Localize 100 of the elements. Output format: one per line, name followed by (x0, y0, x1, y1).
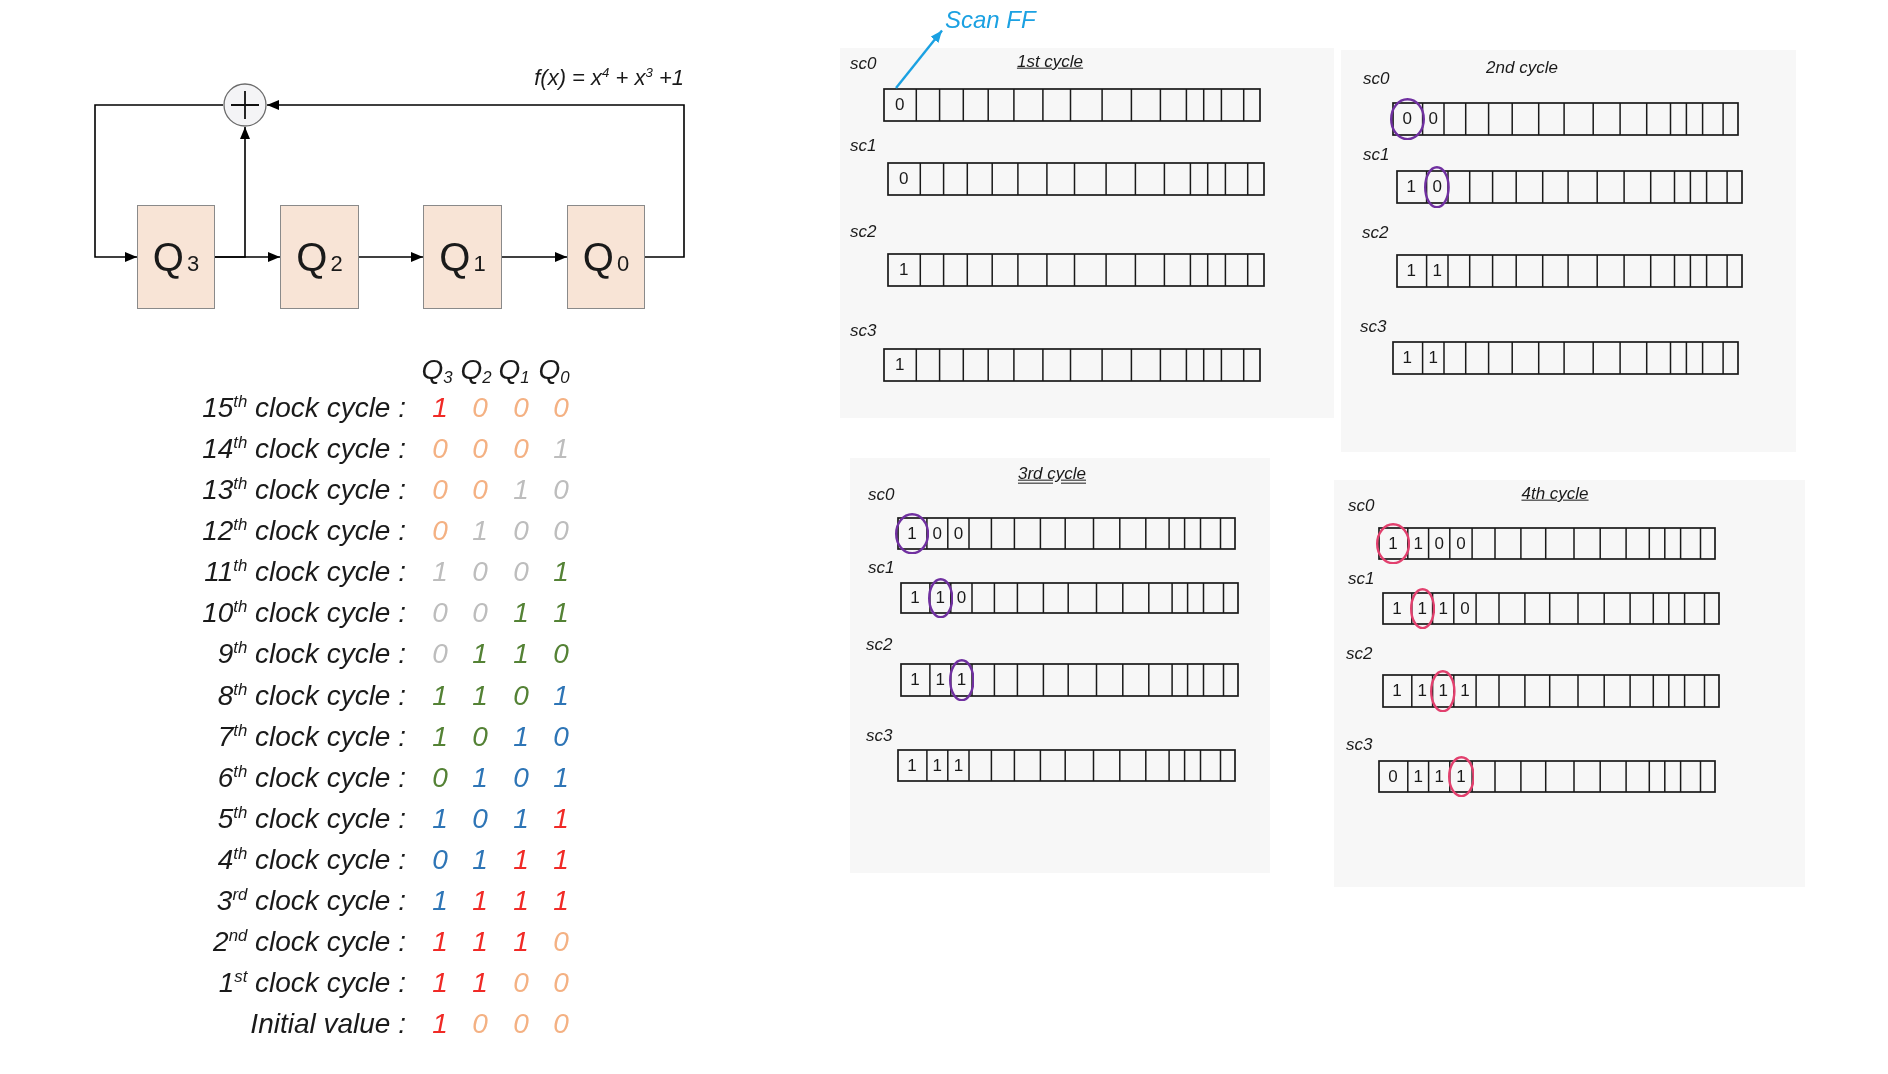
cycle-label: 7$^{th}$ clock cycle : (217, 721, 406, 752)
bit-value: 1 (1456, 767, 1466, 786)
bit-value: 1 (932, 756, 943, 775)
bit-value: 0 (553, 926, 569, 958)
chain-label: sc2 (850, 223, 877, 242)
bit-value: 0 (1428, 109, 1439, 129)
bit-value: 1 (432, 1008, 448, 1040)
bit-value: 0 (472, 803, 488, 835)
bit-value: 1 (1432, 261, 1443, 281)
bit-value: 1 (1428, 348, 1439, 368)
bit-value: 1 (513, 598, 529, 629)
bit-value: 0 (898, 169, 909, 189)
bit-value: 1 (553, 556, 569, 588)
bit-value: 1 (553, 433, 569, 465)
cycle-label: 12$^{th}$ clock cycle : (202, 515, 406, 547)
bit-value: 0 (513, 762, 529, 793)
bit-value: 1 (1406, 261, 1417, 281)
bit-value: 0 (513, 680, 529, 711)
cycle-label: 14$^{th}$ clock cycle : (202, 433, 406, 465)
bit-value: 0 (513, 967, 529, 999)
bit-value: 1 (553, 680, 569, 711)
bit-value: 0 (932, 524, 943, 543)
bit-value: 0 (1434, 534, 1444, 553)
scan-chain (1396, 254, 1743, 288)
bit-value: 0 (432, 762, 448, 793)
bit-value: 1 (935, 588, 946, 608)
bit-value: 1 (472, 762, 488, 793)
bit-value: 1 (513, 639, 529, 670)
bit-value: 1 (472, 926, 488, 958)
bit-value: 1 (472, 515, 488, 547)
chain-label: sc1 (1348, 570, 1375, 589)
bit-value: 1 (513, 885, 529, 917)
panel-title: 3rd cycle (1018, 464, 1086, 484)
cycle-label: 10$^{th}$ clock cycle : (202, 598, 406, 629)
chain-label: sc3 (1360, 318, 1387, 337)
bit-value: 1 (432, 392, 448, 424)
bit-value: 0 (894, 95, 905, 115)
bit-value: 1 (432, 967, 448, 999)
bit-value: 1 (472, 844, 488, 876)
panel-title: 2nd cycle (1486, 58, 1558, 78)
cycle-label: 3$^{rd}$ clock cycle : (216, 885, 406, 917)
register-box (280, 205, 359, 309)
bit-value: 0 (472, 1008, 488, 1040)
bit-value: 0 (553, 392, 569, 424)
bit-value: 1 (1438, 599, 1448, 618)
column-header: Q$_{2}$ (460, 354, 492, 386)
bit-value: 0 (513, 433, 529, 465)
formula-text: f(x) = x$^{4}$ + x$^{3}$ +1 (534, 66, 684, 91)
xor-gate-icon (223, 83, 267, 127)
bit-value: 1 (898, 260, 909, 280)
column-header: Q$_{3}$ (421, 354, 453, 386)
bit-value: 1 (553, 762, 569, 793)
bit-value: 1 (1417, 599, 1427, 618)
bit-value: 1 (472, 639, 488, 670)
chain-label: sc2 (1346, 645, 1373, 664)
bit-value: 1 (432, 926, 448, 958)
bit-value: 1 (432, 803, 448, 835)
bit-value: 0 (432, 639, 448, 670)
bit-value: 0 (553, 1008, 569, 1040)
cycle-label: 15$^{th}$ clock cycle : (202, 392, 406, 424)
bit-value: 1 (432, 680, 448, 711)
leader-arrow (895, 29, 943, 89)
bit-value: 1 (1438, 681, 1448, 701)
bit-value: 1 (1392, 681, 1402, 701)
bit-value: 0 (432, 598, 448, 629)
bit-value: 0 (432, 474, 448, 506)
bit-value: 1 (956, 670, 967, 690)
cycle-label: 13$^{th}$ clock cycle : (202, 474, 406, 506)
panel-title: 1st cycle (1016, 52, 1084, 72)
bit-value: 0 (472, 392, 488, 424)
arrow (94, 104, 224, 262)
bit-value: 0 (1456, 534, 1466, 553)
bit-value: 0 (1388, 767, 1398, 786)
bit-value: 1 (910, 670, 920, 690)
cycle-label: 11$^{th}$ clock cycle : (204, 556, 406, 588)
chain-label: sc0 (850, 55, 877, 74)
cycle-label: 2$^{nd}$ clock cycle : (213, 926, 406, 958)
bit-value: 0 (472, 598, 488, 629)
bit-value: 1 (1417, 681, 1427, 701)
bit-value: 1 (513, 926, 529, 958)
bit-value: 0 (1460, 599, 1470, 618)
bit-value: 0 (472, 556, 488, 588)
chain-label: sc1 (868, 559, 895, 578)
annotation-text: Scan FF (945, 7, 1036, 34)
chain-label: sc3 (866, 727, 893, 746)
bit-value: 0 (432, 433, 448, 465)
cycle-label: 1$^{st}$ clock cycle : (218, 967, 406, 999)
arrow (501, 252, 568, 262)
bit-value: 0 (432, 844, 448, 876)
cycle-panel (1334, 480, 1805, 887)
bit-value: 1 (553, 844, 569, 876)
bit-value: 1 (432, 556, 448, 588)
scan-chain (1392, 341, 1739, 375)
chain-label: sc0 (1363, 70, 1390, 89)
bit-value: 1 (1402, 348, 1413, 368)
arrow (358, 252, 424, 262)
cycle-label: 5$^{th}$ clock cycle : (217, 803, 406, 835)
arrow (266, 100, 685, 258)
bit-value: 1 (513, 721, 529, 752)
bit-value: 1 (907, 756, 917, 775)
